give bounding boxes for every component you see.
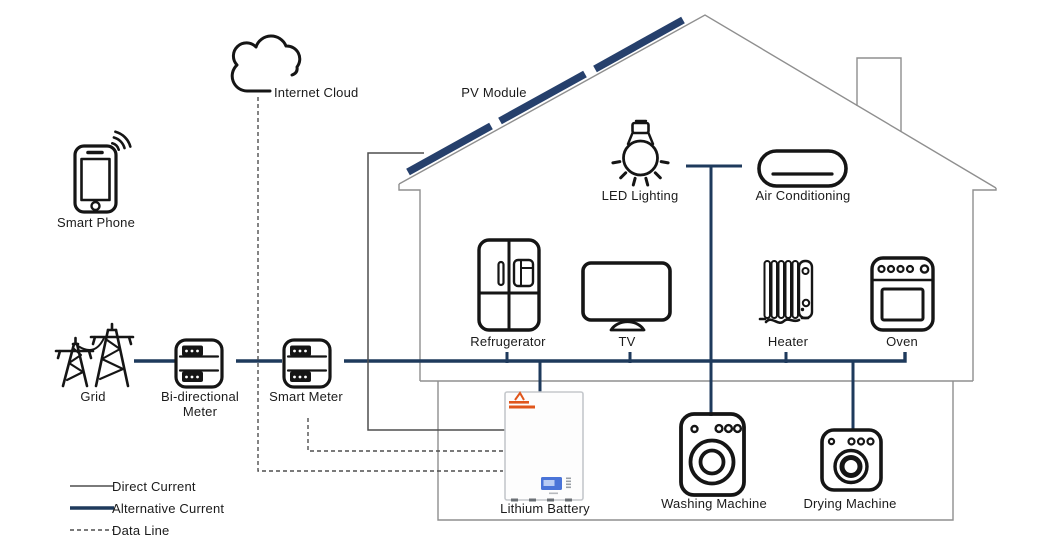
refrigerator-label: Refrugerator [470,334,546,349]
pv-dc-line [367,152,505,431]
legend-direct-current-label: Direct Current [112,479,196,494]
tv-icon [581,261,672,332]
smart-meter-label: Smart Meter [269,389,343,404]
air-conditioning-label: Air Conditioning [755,188,851,203]
light-rays-icon [611,160,670,187]
heater-label: Heater [767,334,809,349]
washing-machine-label: Washing Machine [661,496,767,511]
battery-brand-logo [509,391,535,409]
meter-data-line [307,418,503,452]
smart-phone-label: Smart Phone [56,215,136,230]
legend-samples [70,485,114,531]
right-wall [972,188,997,381]
ac-bus-line [344,352,907,363]
bidirectional-meter-label-line1: Bi-directional [161,389,239,404]
oven-icon [870,256,935,332]
bidirectional-meter-icon [174,338,224,389]
cloud-data-line [257,97,503,472]
battery-feet [511,498,572,502]
washing-machine-icon [679,412,746,497]
internet-cloud-icon [230,34,302,93]
refrigerator-icon [477,238,541,332]
lithium-battery-label: Lithium Battery [500,501,590,516]
led-lighting-label: LED Lighting [601,188,679,203]
ac-lines [134,164,907,430]
air-conditioning-icon [757,149,848,188]
battery-display [541,477,562,490]
legend-data-line-label: Data Line [112,523,170,538]
roof-line [398,14,997,189]
led-ac-washing-line [686,164,742,416]
grid-label: Grid [80,389,106,404]
pv-module-icon [406,16,685,176]
data-lines [257,97,503,472]
pv-module-label: PV Module [461,85,527,100]
heater-icon [758,259,814,324]
grid-icon [54,322,135,388]
wifi-waves-icon [111,130,132,151]
led-lighting-icon [611,119,670,187]
smart-phone-icon [73,130,132,214]
left-wall [398,184,421,381]
legend-alternative-current-label: Alternative Current [112,501,225,516]
smart-meter-icon [282,338,332,389]
lithium-battery-unit [504,391,584,502]
battery-vent [566,477,571,489]
drying-machine-label: Drying Machine [803,496,897,511]
oven-label: Oven [886,334,918,349]
bidirectional-meter-label-line2: Meter [182,404,218,419]
internet-cloud-label: Internet Cloud [274,85,359,100]
chimney [856,57,902,132]
drying-machine-icon [820,428,883,492]
tv-label: TV [618,334,636,349]
